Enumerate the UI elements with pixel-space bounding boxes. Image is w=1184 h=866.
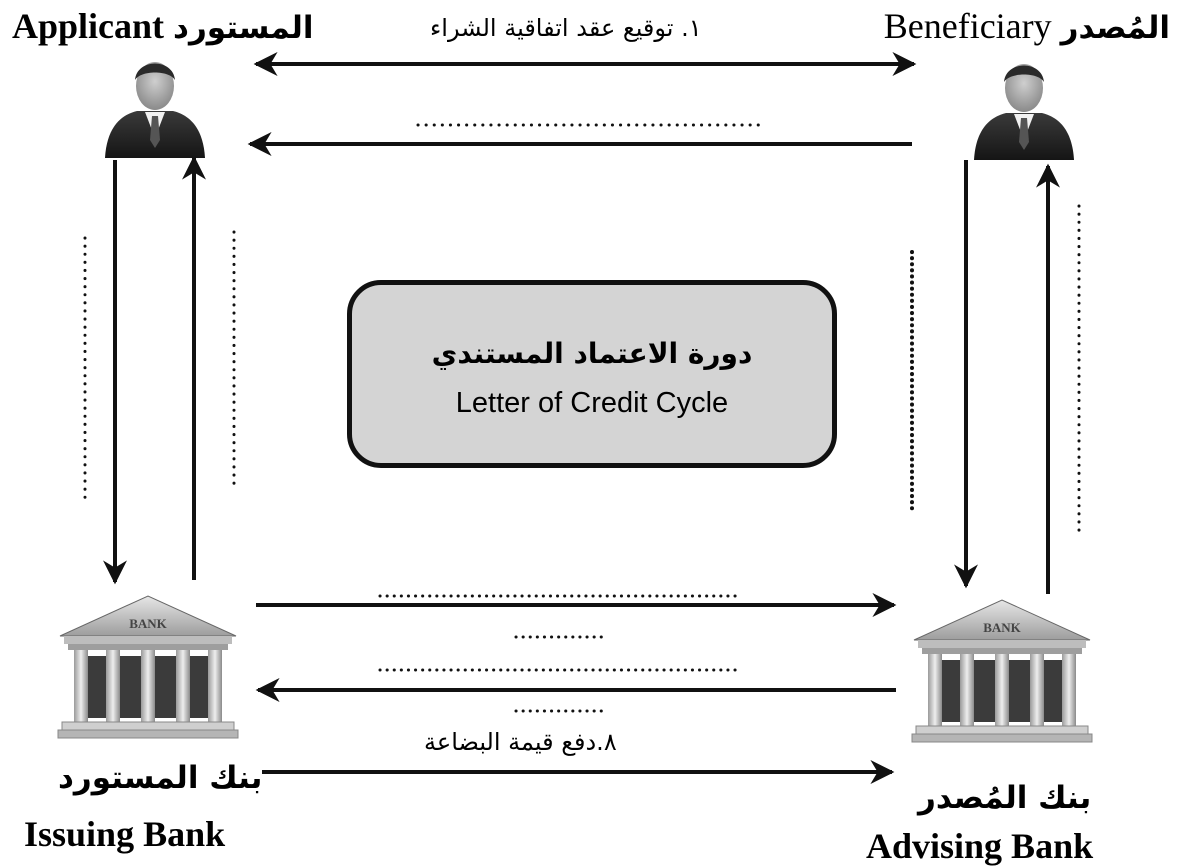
beneficiary-label: Beneficiary المُصدر xyxy=(884,6,1170,48)
applicant-label-en: Applicant xyxy=(12,6,165,46)
beneficiary-label-ar: المُصدر xyxy=(1060,10,1170,46)
issuing-bank-label-en: Issuing Bank xyxy=(24,814,226,854)
bank-building-icon: BANK xyxy=(57,595,239,739)
applicant-label: Applicant المستورد xyxy=(12,6,314,48)
bank-building-icon: BANK xyxy=(911,599,1093,743)
bank-sign: BANK xyxy=(983,620,1021,635)
issuing-bank-label-ar: بنك المستورد xyxy=(58,760,263,796)
step-1-label: ١. توقيع عقد اتفاقية الشراء xyxy=(430,14,702,42)
applicant-label-ar: المستورد xyxy=(173,10,314,46)
center-title-box: دورة الاعتماد المستندي Letter of Credit … xyxy=(347,280,837,468)
dotted-placeholders xyxy=(83,123,1081,713)
beneficiary-label-en: Beneficiary xyxy=(883,6,1052,46)
advising-bank-label-ar: بنك المُصدر xyxy=(918,780,1092,816)
center-title-ar: دورة الاعتماد المستندي xyxy=(431,337,753,370)
businessman-icon xyxy=(105,62,205,158)
bank-sign: BANK xyxy=(129,616,167,631)
step-8-label: ٨.دفع قيمة البضاعة xyxy=(424,728,617,756)
arrows xyxy=(103,52,1060,784)
businessman-icon xyxy=(974,64,1074,160)
center-title-en: Letter of Credit Cycle xyxy=(455,387,729,419)
advising-bank-label-en: Advising Bank xyxy=(866,826,1094,866)
